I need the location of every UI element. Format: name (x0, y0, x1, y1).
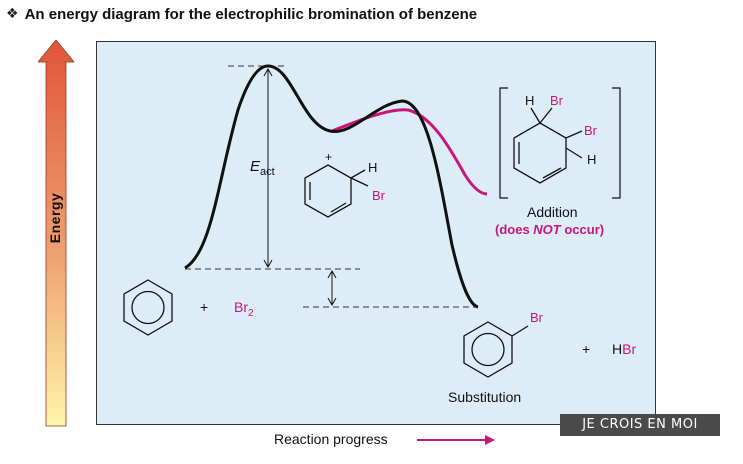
addition-br2-label: Br (584, 123, 597, 138)
addition-brackets (499, 87, 621, 199)
addition-curve (331, 108, 488, 196)
hbr-label: HBr (612, 341, 637, 357)
substitution-curve (184, 64, 479, 309)
reaction-progress-arrow-icon (417, 435, 495, 445)
substitution-label: Substitution (448, 389, 522, 405)
positive-charge-label: + (325, 150, 333, 164)
page-title: An energy diagram for the electrophilic … (24, 5, 478, 23)
diagram-panel (96, 41, 656, 425)
addition-h2-label: H (587, 152, 597, 167)
eact-label: Eact (250, 158, 275, 178)
delta-h-arrow (327, 269, 337, 307)
reference-lines (185, 65, 478, 308)
reactant-plus-label: + (200, 299, 209, 315)
energy-axis-arrow (38, 40, 75, 427)
product-plus-label: + (582, 341, 591, 357)
addition-title: Addition (527, 204, 578, 220)
bromobenzene-product-icon (463, 321, 529, 378)
reaction-progress-label: Reaction progress (274, 431, 388, 447)
br2-label: Br2 (234, 299, 254, 319)
addition-h-label: H (525, 93, 535, 108)
intermediate-br-label: Br (372, 188, 385, 203)
diamond-bullet-icon: ❖ (6, 6, 19, 22)
addition-note: (does NOT occur) (495, 222, 605, 237)
benzene-reactant-icon (123, 279, 173, 336)
addition-product-icon (513, 107, 583, 184)
addition-br1-label: Br (550, 93, 563, 108)
product-br-label: Br (530, 310, 543, 325)
watermark: JE CROIS EN MOI (560, 414, 720, 436)
arenium-intermediate-icon (304, 164, 369, 218)
eact-arrow (263, 67, 273, 269)
intermediate-h-label: H (368, 160, 378, 175)
title-row: ❖ An energy diagram for the electrophili… (6, 3, 477, 25)
